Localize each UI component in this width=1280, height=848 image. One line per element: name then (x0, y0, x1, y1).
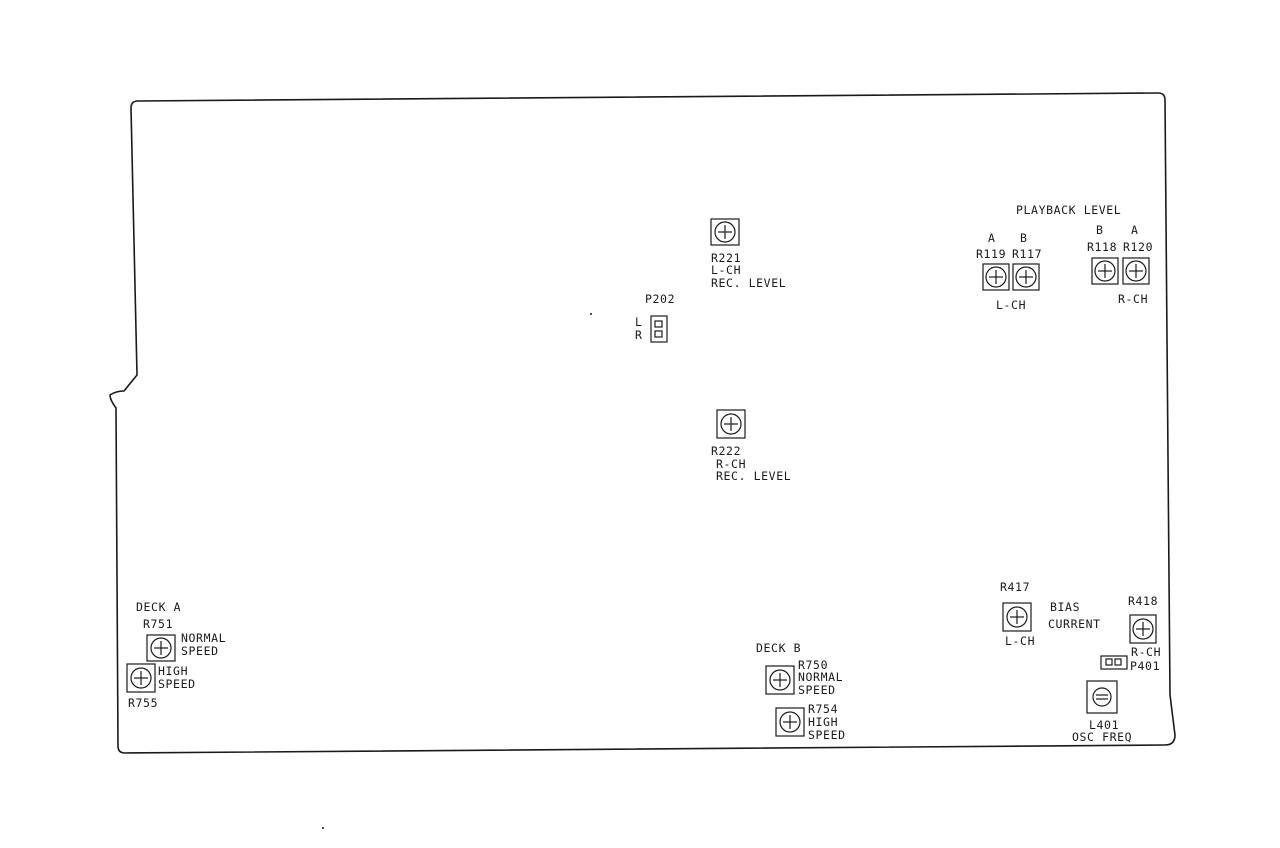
r221-label: R221 (711, 251, 741, 265)
channel-a-label: A (1131, 223, 1139, 237)
r750-label: R750 (798, 658, 828, 672)
trimmer-r118[interactable] (1091, 257, 1119, 285)
r751-description-1: NORMAL (181, 631, 226, 645)
p202-label: P202 (645, 292, 675, 306)
connector-p202[interactable] (650, 315, 668, 343)
speck (590, 313, 592, 315)
trimmer-r117[interactable] (1012, 263, 1040, 291)
r754-label: R754 (808, 702, 838, 716)
r418-label: R418 (1128, 594, 1158, 608)
trimmer-r119[interactable] (982, 263, 1010, 291)
r754-description-2: SPEED (808, 728, 846, 742)
p202-r-label: R (635, 328, 643, 342)
channel-b-label: B (1020, 231, 1028, 245)
trimmer-r751[interactable] (146, 634, 176, 662)
trimmer-r755[interactable] (126, 663, 156, 693)
r750-description-1: NORMAL (798, 670, 843, 684)
r755-label: R755 (128, 696, 158, 710)
deck-b-label: DECK B (756, 641, 801, 655)
trimmer-r750[interactable] (765, 665, 795, 695)
r120-label: R120 (1123, 240, 1153, 254)
r118-label: R118 (1087, 240, 1117, 254)
r222-channel-label: R-CH (716, 457, 746, 471)
playback-r-ch-label: R-CH (1118, 292, 1148, 306)
r750-description-2: SPEED (798, 683, 836, 697)
trimmer-r417[interactable] (1002, 602, 1032, 632)
channel-a-label: A (988, 231, 996, 245)
l401-label: L401 (1089, 718, 1119, 732)
r221-channel-label: L-CH (711, 263, 741, 277)
r417-channel-label: L-CH (1005, 634, 1035, 648)
board-outline (109, 92, 1176, 754)
bias-label-1: BIAS (1050, 600, 1080, 614)
playback-l-ch-label: L-CH (996, 298, 1026, 312)
r221-description: REC. LEVEL (711, 276, 786, 290)
p401-label: P401 (1130, 659, 1160, 673)
trimmer-r120[interactable] (1122, 257, 1150, 285)
r222-description: REC. LEVEL (716, 469, 791, 483)
p202-l-label: L (635, 315, 643, 329)
r117-label: R117 (1012, 247, 1042, 261)
speck (322, 827, 324, 829)
channel-b-label: B (1096, 223, 1104, 237)
r755-description-2: SPEED (158, 677, 196, 691)
deck-a-label: DECK A (136, 600, 181, 614)
r417-label: R417 (1000, 580, 1030, 594)
r119-label: R119 (976, 247, 1006, 261)
playback-level-label: PLAYBACK LEVEL (1016, 203, 1121, 217)
osc-freq-label: OSC FREQ (1072, 730, 1132, 744)
trimmer-r222[interactable] (716, 409, 746, 439)
trimmer-r418[interactable] (1129, 614, 1157, 644)
bias-label-2: CURRENT (1048, 617, 1101, 631)
r751-label: R751 (143, 617, 173, 631)
coil-l401[interactable] (1086, 680, 1118, 714)
r754-description-1: HIGH (808, 715, 838, 729)
r222-label: R222 (711, 444, 741, 458)
r418-channel-label: R-CH (1131, 645, 1161, 659)
trimmer-r221[interactable] (710, 218, 740, 246)
r755-description-1: HIGH (158, 664, 188, 678)
r751-description-2: SPEED (181, 644, 219, 658)
connector-p401[interactable] (1100, 655, 1128, 670)
trimmer-r754[interactable] (775, 707, 805, 737)
